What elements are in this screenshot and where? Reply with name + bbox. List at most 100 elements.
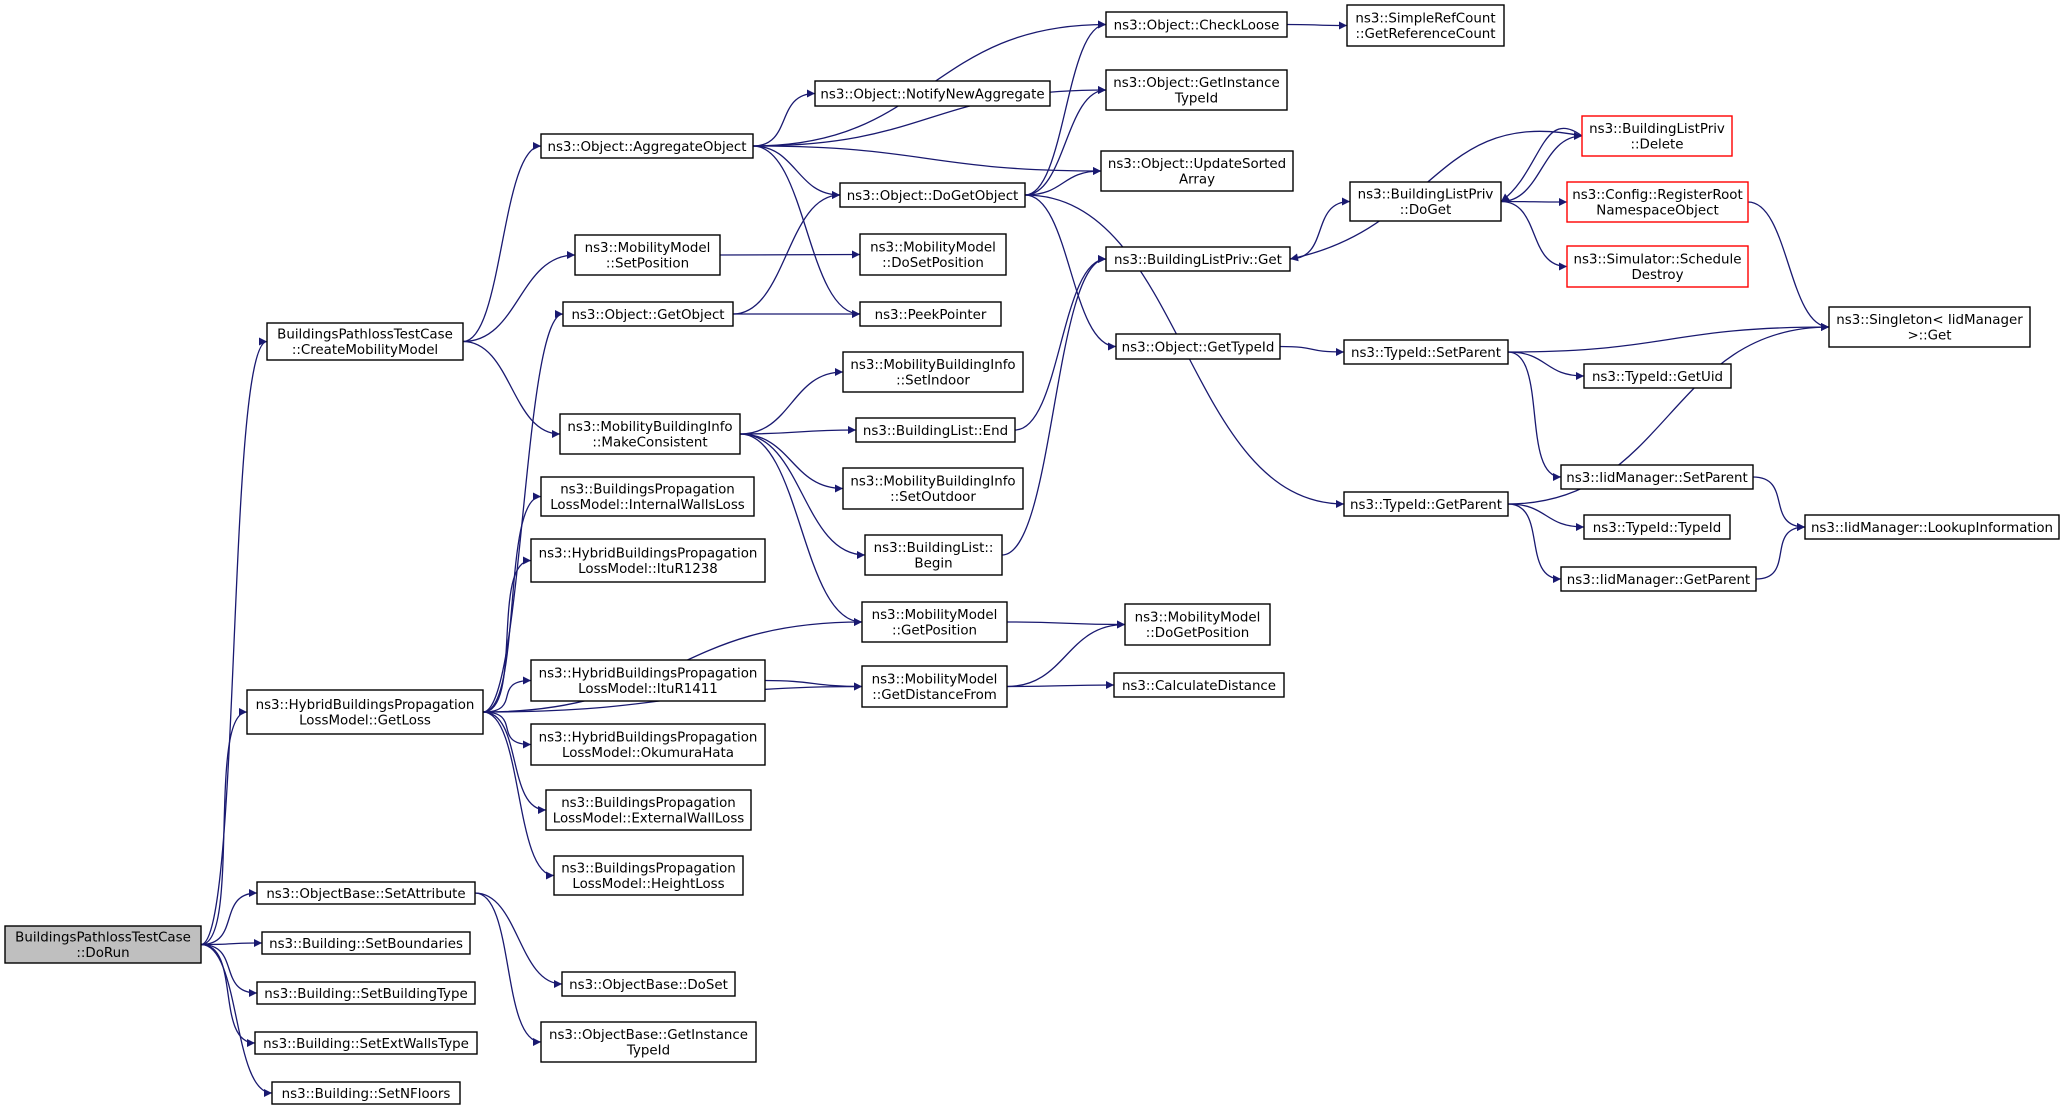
node-create-mobility-model[interactable]: BuildingsPathlossTestCase::CreateMobilit… bbox=[266, 322, 464, 361]
node-building-list-priv-do-get[interactable]: ns3::BuildingListPriv::DoGet bbox=[1349, 181, 1502, 222]
node-building-set-nfloors[interactable]: ns3::Building::SetNFloors bbox=[271, 1081, 461, 1105]
node-iid-manager-lookup-information[interactable]: ns3::IidManager::LookupInformation bbox=[1804, 514, 2060, 540]
node-box bbox=[530, 659, 766, 702]
node-type-id-get-uid[interactable]: ns3::TypeId::GetUid bbox=[1583, 363, 1732, 389]
edge-mbi-make-consistent-to-mbi-set-outdoor bbox=[739, 433, 844, 493]
node-label-line: ns3::MobilityBuildingInfo bbox=[850, 358, 1015, 373]
edge-object-get-object-to-object-do-get-object bbox=[732, 191, 841, 315]
node-label-line: ns3::Building::SetNFloors bbox=[282, 1087, 451, 1102]
edge-create-mobility-model-to-mobility-set-position bbox=[462, 251, 576, 343]
edge-do-run-to-building-set-building-type bbox=[200, 943, 258, 997]
node-label-line: ::SetIndoor bbox=[896, 374, 970, 389]
node-label-line: BuildingsPathlossTestCase bbox=[277, 328, 453, 343]
node-building-set-boundaries[interactable]: ns3::Building::SetBoundaries bbox=[261, 931, 471, 955]
edge-hybrid-get-loss-to-bplm-external-wall-loss bbox=[482, 711, 547, 814]
node-bplm-height-loss[interactable]: ns3::BuildingsPropagationLossModel::Heig… bbox=[553, 855, 744, 896]
node-box bbox=[1105, 69, 1288, 111]
node-iid-manager-set-parent[interactable]: ns3::IidManager::SetParent bbox=[1560, 464, 1754, 490]
node-calculate-distance[interactable]: ns3::CalculateDistance bbox=[1113, 672, 1285, 698]
node-box bbox=[530, 538, 766, 583]
node-label-line: ::CreateMobilityModel bbox=[292, 343, 438, 358]
node-type-id-type-id[interactable]: ns3::TypeId::TypeId bbox=[1583, 514, 1731, 540]
node-box bbox=[842, 351, 1024, 393]
node-mobility-get-distance-from[interactable]: ns3::MobilityModel::GetDistanceFrom bbox=[861, 665, 1008, 708]
edge-type-id-set-parent-to-singleton-iid-manager-get bbox=[1507, 323, 1830, 353]
node-building-set-ext-walls-type[interactable]: ns3::Building::SetExtWallsType bbox=[254, 1031, 478, 1055]
node-label-line: ::DoGetPosition bbox=[1146, 626, 1250, 641]
edge-object-do-get-object-to-object-update-sorted-array bbox=[1024, 167, 1102, 196]
node-label-line: ns3::Building::SetBoundaries bbox=[269, 937, 463, 952]
node-iid-manager-get-parent[interactable]: ns3::IidManager::GetParent bbox=[1560, 566, 1757, 592]
edge-mobility-set-position-to-mobility-do-set-position bbox=[719, 250, 861, 259]
node-mbi-set-outdoor[interactable]: ns3::MobilityBuildingInfo::SetOutdoor bbox=[842, 467, 1024, 510]
node-mbi-make-consistent[interactable]: ns3::MobilityBuildingInfo::MakeConsisten… bbox=[559, 413, 741, 455]
node-building-list-priv-get[interactable]: ns3::BuildingListPriv::Get bbox=[1105, 246, 1291, 272]
node-aggregate-object[interactable]: ns3::Object::AggregateObject bbox=[540, 133, 754, 159]
node-label-line: TypeId bbox=[626, 1044, 670, 1059]
edge-type-id-set-parent-to-iid-manager-set-parent bbox=[1507, 351, 1562, 481]
node-box bbox=[1115, 333, 1281, 360]
node-mbi-set-indoor[interactable]: ns3::MobilityBuildingInfo::SetIndoor bbox=[842, 351, 1024, 393]
node-box bbox=[540, 476, 755, 517]
node-label-line: ::DoRun bbox=[76, 946, 129, 961]
node-mobility-do-set-position[interactable]: ns3::MobilityModel::DoSetPosition bbox=[859, 233, 1007, 276]
node-object-base-do-set[interactable]: ns3::ObjectBase::DoSet bbox=[561, 971, 736, 997]
node-box bbox=[266, 322, 464, 361]
node-bplm-internal-walls-loss[interactable]: ns3::BuildingsPropagationLossModel::Inte… bbox=[540, 476, 755, 517]
node-box bbox=[261, 931, 471, 955]
node-label-line: NamespaceObject bbox=[1596, 204, 1718, 219]
node-box bbox=[256, 881, 476, 905]
node-label-line: ns3::ObjectBase::DoSet bbox=[569, 978, 728, 993]
node-label-line: BuildingsPathlossTestCase bbox=[15, 931, 191, 946]
node-label-line: ns3::ObjectBase::GetInstance bbox=[549, 1028, 748, 1043]
node-do-run[interactable]: BuildingsPathlossTestCase::DoRun bbox=[4, 925, 202, 964]
edge-aggregate-object-to-notify-new-aggregate bbox=[752, 89, 816, 147]
node-object-get-type-id[interactable]: ns3::Object::GetTypeId bbox=[1115, 333, 1281, 360]
node-bplm-external-wall-loss[interactable]: ns3::BuildingsPropagationLossModel::Exte… bbox=[545, 789, 752, 831]
node-object-base-set-attribute[interactable]: ns3::ObjectBase::SetAttribute bbox=[256, 881, 476, 905]
node-hybrid-itu-r1238[interactable]: ns3::HybridBuildingsPropagationLossModel… bbox=[530, 538, 766, 583]
node-mobility-set-position[interactable]: ns3::MobilityModel::SetPosition bbox=[574, 234, 721, 276]
node-building-list-begin[interactable]: ns3::BuildingList::Begin bbox=[864, 534, 1003, 576]
node-peek-pointer[interactable]: ns3::PeekPointer bbox=[859, 301, 1002, 327]
node-label-line: LossModel::ItuR1238 bbox=[578, 562, 718, 577]
node-box bbox=[864, 534, 1003, 576]
node-singleton-iid-manager-get[interactable]: ns3::Singleton< IidManager >::Get bbox=[1828, 306, 2031, 348]
edge-do-run-to-building-set-boundaries bbox=[200, 939, 263, 948]
node-box bbox=[1560, 464, 1754, 490]
node-mobility-do-get-position[interactable]: ns3::MobilityModel::DoGetPosition bbox=[1124, 603, 1271, 646]
node-building-set-building-type[interactable]: ns3::Building::SetBuildingType bbox=[256, 981, 476, 1005]
node-notify-new-aggregate[interactable]: ns3::Object::NotifyNewAggregate bbox=[814, 80, 1051, 107]
edge-iid-manager-set-parent-to-iid-manager-lookup-information bbox=[1752, 476, 1806, 531]
edge-do-run-to-create-mobility-model bbox=[200, 337, 268, 946]
node-mobility-get-position[interactable]: ns3::MobilityModel::GetPosition bbox=[861, 601, 1008, 643]
node-hybrid-okumura-hata[interactable]: ns3::HybridBuildingsPropagationLossModel… bbox=[530, 723, 766, 766]
node-hybrid-itu-r1411[interactable]: ns3::HybridBuildingsPropagationLossModel… bbox=[530, 659, 766, 702]
node-label-line: ns3::Object::GetTypeId bbox=[1122, 340, 1275, 355]
edge-create-mobility-model-to-mbi-make-consistent bbox=[462, 340, 561, 438]
node-object-do-get-object[interactable]: ns3::Object::DoGetObject bbox=[839, 182, 1026, 208]
node-hybrid-get-loss[interactable]: ns3::HybridBuildingsPropagationLossModel… bbox=[246, 689, 484, 735]
node-building-list-priv-delete[interactable]: ns3::BuildingListPriv::Delete bbox=[1581, 115, 1733, 157]
node-box bbox=[1566, 181, 1749, 223]
node-box bbox=[842, 467, 1024, 510]
node-type-id-get-parent[interactable]: ns3::TypeId::GetParent bbox=[1343, 491, 1509, 517]
edge-building-list-begin-to-building-list-priv-get bbox=[1001, 255, 1107, 556]
edge-object-base-set-attribute-to-object-base-do-set bbox=[474, 892, 563, 988]
edge-type-id-get-parent-to-iid-manager-get-parent bbox=[1507, 503, 1562, 583]
node-label-line: ns3::BuildingsPropagation bbox=[560, 483, 735, 498]
node-box bbox=[859, 233, 1007, 276]
node-object-get-object[interactable]: ns3::Object::GetObject bbox=[562, 301, 734, 327]
node-building-list-end[interactable]: ns3::BuildingList::End bbox=[855, 417, 1016, 443]
node-label-line: ns3::Simulator::Schedule bbox=[1574, 253, 1742, 268]
node-type-id-set-parent[interactable]: ns3::TypeId::SetParent bbox=[1343, 339, 1509, 365]
node-label-line: ns3::Object::DoGetObject bbox=[847, 189, 1019, 204]
node-object-check-loose[interactable]: ns3::Object::CheckLoose bbox=[1105, 11, 1288, 38]
node-simple-ref-count-get-reference-count[interactable]: ns3::SimpleRefCount::GetReferenceCount bbox=[1346, 4, 1505, 47]
edge-type-id-get-parent-to-type-id-type-id bbox=[1507, 503, 1585, 531]
